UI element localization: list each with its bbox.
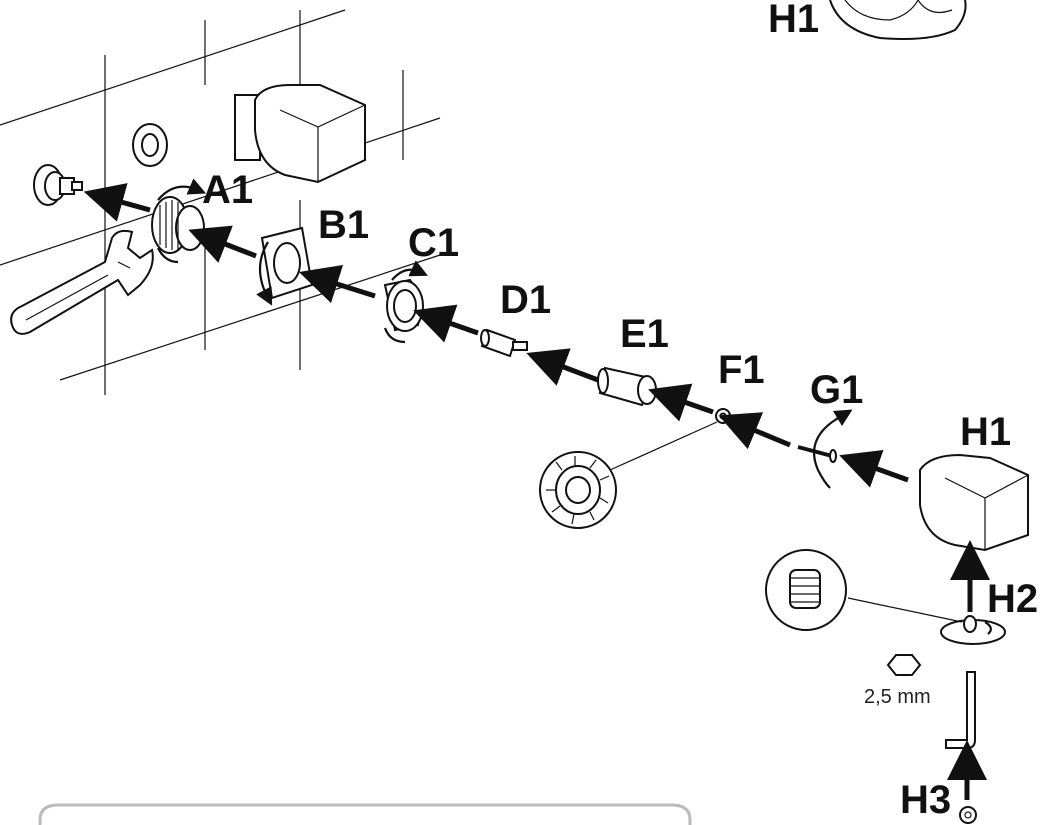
part-c1-threaded-sleeve xyxy=(383,260,428,344)
label-h1-top: H1 xyxy=(768,0,819,41)
rotate-arrow-icon xyxy=(391,260,428,281)
push-arrow-icon xyxy=(413,304,479,343)
installed-handle-preview xyxy=(234,84,366,184)
label-d1: D1 xyxy=(500,278,551,322)
part-h2-set-screw xyxy=(765,549,1006,645)
part-d1-pin-adapter xyxy=(480,328,528,358)
push-arrow-icon xyxy=(648,383,714,422)
label-h2: H2 xyxy=(987,577,1038,621)
bottom-note-panel xyxy=(38,803,692,825)
hex-key-size-label: 2,5 mm xyxy=(864,686,931,708)
push-arrow-icon xyxy=(718,412,791,450)
label-b1: B1 xyxy=(318,203,369,247)
push-arrow-icon xyxy=(188,225,257,263)
hexagon-icon xyxy=(886,654,922,676)
label-a1: A1 xyxy=(202,168,253,212)
part-h1-top-preview xyxy=(829,0,967,40)
push-arrow-icon xyxy=(839,449,909,488)
part-a1-threaded-extension xyxy=(151,178,207,264)
rotate-arrow-icon xyxy=(256,241,273,306)
label-f1: F1 xyxy=(718,348,765,392)
label-g1: G1 xyxy=(810,368,863,412)
wall-rosette xyxy=(132,123,168,167)
part-h1-handle xyxy=(919,453,1029,552)
part-h3-screw-head xyxy=(959,806,977,824)
label-h3: H3 xyxy=(900,778,951,822)
push-arrow-icon xyxy=(526,348,599,386)
push-arrow-icon xyxy=(298,264,376,304)
push-arrow-icon xyxy=(83,183,151,222)
valve-spindle xyxy=(33,164,83,206)
label-h1: H1 xyxy=(960,410,1011,454)
part-e1-cover-sleeve xyxy=(597,366,657,407)
label-c1: C1 xyxy=(408,221,459,265)
adjustable-wrench-icon xyxy=(10,229,154,335)
part-g1-screw xyxy=(797,409,853,489)
rotate-arrow-icon xyxy=(157,178,207,201)
part-b1-square-rosette xyxy=(256,226,314,306)
rotate-arrow-icon xyxy=(813,419,836,489)
part-f1-toothed-washer xyxy=(539,408,731,529)
label-e1: E1 xyxy=(620,312,669,356)
